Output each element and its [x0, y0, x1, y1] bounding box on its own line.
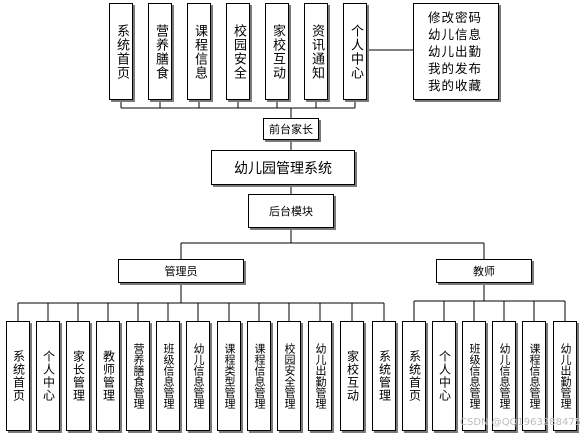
personal-item-favorites: 我的收藏 [428, 78, 483, 93]
admin-module-safety: 校园安全管理 [277, 321, 301, 431]
front-module-news: 资讯通知 [304, 3, 328, 100]
front-module-nutrition: 营养膳食 [148, 3, 172, 100]
front-module-home: 系统首页 [109, 3, 133, 100]
personal-item-child-info: 幼儿信息 [428, 27, 483, 42]
front-parent-node: 前台家长 [263, 118, 319, 140]
system-root-node: 幼儿园管理系统 [211, 150, 355, 185]
teacher-module-personal: 个人中心 [432, 321, 456, 431]
admin-module-classes: 班级信息管理 [156, 321, 180, 431]
front-module-courses: 课程信息 [187, 3, 211, 100]
admin-module-system: 系统管理 [372, 321, 396, 431]
watermark: CSDN @QQ1963288475 [460, 417, 582, 428]
teacher-module-attendance: 幼儿出勤管理 [553, 321, 577, 431]
admin-module-courses: 课程信息管理 [247, 321, 271, 431]
teacher-module-children: 幼儿信息管理 [492, 321, 516, 431]
admin-module-personal: 个人中心 [36, 321, 60, 431]
personal-item-my-posts: 我的发布 [428, 61, 483, 76]
admin-module-nutrition: 营养膳食管理 [126, 321, 150, 431]
teacher-module-home: 系统首页 [402, 321, 426, 431]
front-module-personal: 个人中心 [343, 3, 367, 100]
personal-item-password: 修改密码 [428, 10, 483, 25]
teacher-module-classes: 班级信息管理 [462, 321, 486, 431]
admin-module-children: 幼儿信息管理 [186, 321, 210, 431]
teacher-module-courses: 课程信息管理 [522, 321, 546, 431]
admin-module-course-types: 课程类型管理 [217, 321, 241, 431]
personal-center-items: 修改密码 幼儿信息 幼儿出勤 我的发布 我的收藏 [413, 3, 499, 100]
front-module-safety: 校园安全 [226, 3, 250, 100]
backend-modules-node: 后台模块 [248, 194, 334, 228]
personal-item-attendance: 幼儿出勤 [428, 44, 483, 59]
teacher-node: 教师 [436, 259, 532, 283]
admin-node: 管理员 [118, 259, 244, 283]
front-module-interaction: 家校互动 [265, 3, 289, 100]
admin-module-teachers: 教师管理 [96, 321, 120, 431]
admin-module-interaction: 家校互动 [340, 321, 364, 431]
admin-module-home: 系统首页 [6, 321, 30, 431]
admin-module-attendance: 幼儿出勤管理 [308, 321, 332, 431]
admin-module-parents: 家长管理 [66, 321, 90, 431]
